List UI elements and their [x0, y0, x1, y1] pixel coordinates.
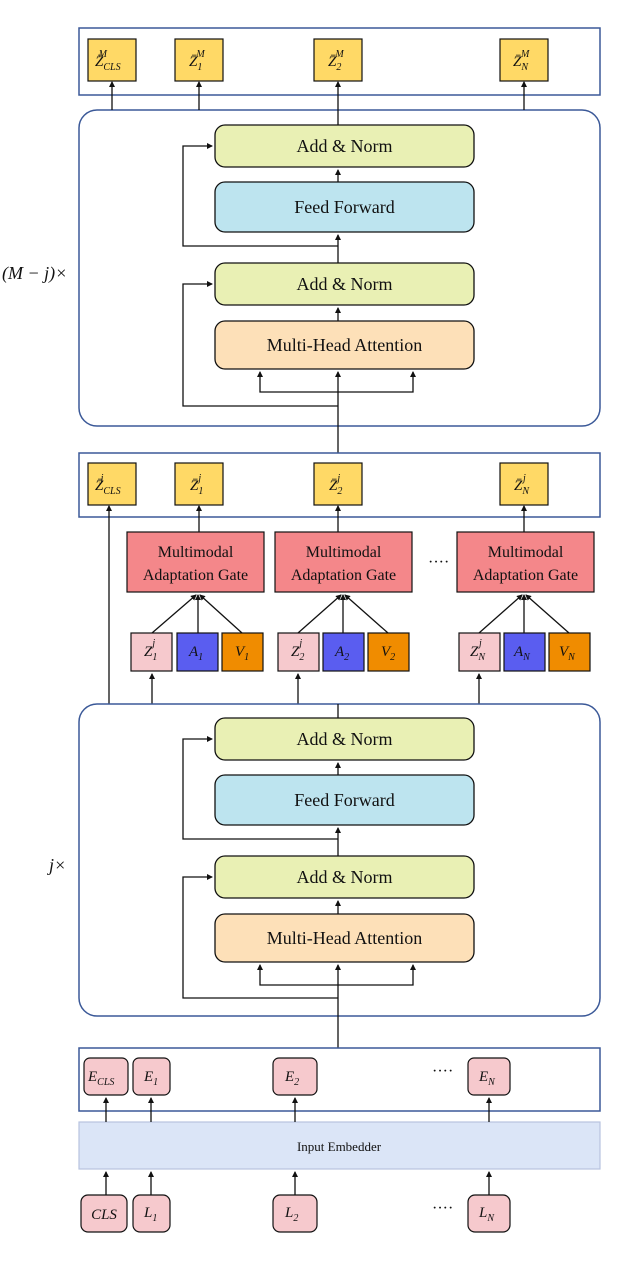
upper-attention-label: Multi-Head Attention — [267, 335, 422, 355]
embed-token-cls — [83, 1057, 129, 1096]
mag-gate-1 — [126, 531, 265, 593]
embed-token-1-label: E1 — [143, 1069, 158, 1088]
lower-add-norm-bottom-label: Add & Norm — [297, 867, 393, 887]
embed-token-N-label: EN — [478, 1069, 496, 1088]
gate-input-v1-label: V1 — [235, 644, 249, 663]
output-token-j-1 — [174, 462, 224, 506]
upper-attention — [214, 320, 475, 370]
mag-gate-N-line2: Adaptation Gate — [473, 567, 578, 584]
input-tokens: CLS L1 L2 LN ···· — [80, 1194, 511, 1233]
upper-feed-forward — [214, 181, 475, 233]
output-token-j-cls — [87, 462, 137, 506]
input-token-cls-label: CLS — [91, 1207, 117, 1223]
upper-feed-forward-label: Feed Forward — [294, 197, 394, 217]
input-ellipsis: ···· — [432, 1200, 453, 1217]
upper-add-norm-top-label: Add & Norm — [297, 136, 393, 156]
input-token-2-label: L2 — [284, 1205, 298, 1224]
embed-token-N — [467, 1057, 511, 1096]
output-token-M-2-label: Z̄2M — [328, 49, 344, 73]
upper-add-norm-top — [214, 124, 475, 168]
input-token-N — [467, 1194, 511, 1233]
upper-encoder-arrows — [182, 143, 416, 455]
gate-input-zN-label: ZNj — [470, 638, 486, 663]
gate-input-z1-label: Z1j — [144, 638, 157, 663]
input-token-1 — [132, 1194, 171, 1233]
output-token-M-2 — [313, 38, 363, 82]
mag-gate-N — [456, 531, 595, 593]
mag-output-arrows — [106, 505, 527, 704]
output-token-j-1-label: Z̄1j — [190, 473, 203, 497]
lower-add-norm-bottom — [214, 855, 475, 899]
top-output-arrows — [109, 81, 527, 125]
output-token-M-N-label: Z̄NM — [513, 49, 530, 73]
lower-add-norm-top-label: Add & Norm — [297, 729, 393, 749]
output-token-j-N — [499, 462, 549, 506]
output-tokens-j: Z̄CLSj Z̄1j Z̄2j Z̄Nj — [87, 462, 549, 506]
gate-input-aN — [503, 632, 546, 672]
output-tokens-M: Z̄CLSM Z̄1M Z̄2M Z̄NM — [87, 38, 549, 82]
gate-input-a1 — [176, 632, 219, 672]
output-token-j-2-label: Z̄2j — [329, 473, 342, 497]
gate-input-aN-label: AN — [513, 644, 531, 663]
mag-gate-N-line1: Multimodal — [488, 544, 564, 561]
output-token-M-cls-label: Z̄CLSM — [95, 49, 121, 73]
input-token-1-label: L1 — [143, 1205, 157, 1224]
gate-input-vN-label: VN — [559, 644, 576, 663]
input-token-N-label: LN — [478, 1205, 495, 1224]
embed-ellipsis: ···· — [432, 1063, 453, 1080]
gate-input-v2-label: V2 — [381, 644, 395, 663]
mag-gate-1-line2: Adaptation Gate — [143, 567, 248, 584]
embedder-arrows — [103, 1097, 492, 1195]
gate-input-a1-label: A1 — [188, 644, 203, 663]
gate-input-arrows — [149, 594, 570, 704]
gate-inputs: Z1j A1 V1 Z2j A2 V2 ZNj AN VN — [130, 632, 591, 672]
lower-encoder-arrows — [182, 704, 416, 1048]
gate-input-a2-label: A2 — [334, 644, 349, 663]
upper-add-norm-bottom — [214, 262, 475, 306]
output-token-M-1-label: Z̄1M — [189, 49, 205, 73]
mag-gate-2 — [274, 531, 413, 593]
upper-add-norm-bottom-label: Add & Norm — [297, 274, 393, 294]
mag-ellipsis: ···· — [428, 554, 449, 571]
gate-input-z2-label: Z2j — [291, 638, 304, 663]
lower-attention — [214, 913, 475, 963]
gate-input-z1 — [130, 632, 173, 672]
mag-gate-2-line1: Multimodal — [306, 544, 382, 561]
lower-feed-forward — [214, 774, 475, 826]
embed-token-cls-label: ECLS — [87, 1069, 114, 1088]
output-token-M-cls — [87, 38, 137, 82]
output-token-j-2 — [313, 462, 363, 506]
input-token-2 — [272, 1194, 318, 1233]
gate-input-v1 — [221, 632, 264, 672]
embed-token-2-label: E2 — [284, 1069, 299, 1088]
input-embedder — [78, 1121, 601, 1170]
embedding-tokens: ECLS E1 E2 EN ···· — [83, 1057, 511, 1096]
lower-repeat-label: j× — [47, 855, 66, 875]
embed-token-1 — [132, 1057, 171, 1096]
output-token-M-1 — [174, 38, 224, 82]
lower-attention-label: Multi-Head Attention — [267, 928, 422, 948]
output-token-M-N — [499, 38, 549, 82]
mag-gate-2-line2: Adaptation Gate — [291, 567, 396, 584]
input-embedder-label: Input Embedder — [297, 1139, 382, 1154]
gate-input-zN — [458, 632, 501, 672]
mag-gate-1-line1: Multimodal — [158, 544, 234, 561]
gate-input-v2 — [367, 632, 410, 672]
embed-token-2 — [272, 1057, 318, 1096]
gate-input-vN — [548, 632, 591, 672]
input-token-cls — [80, 1194, 128, 1233]
lower-add-norm-top — [214, 717, 475, 761]
upper-repeat-label: (M − j)× — [2, 263, 67, 284]
lower-feed-forward-label: Feed Forward — [294, 790, 394, 810]
mag-gates: Multimodal Adaptation Gate Multimodal Ad… — [126, 531, 595, 593]
output-token-j-cls-label: Z̄CLSj — [95, 473, 121, 497]
output-token-j-N-label: Z̄Nj — [514, 473, 530, 497]
gate-input-a2 — [322, 632, 365, 672]
